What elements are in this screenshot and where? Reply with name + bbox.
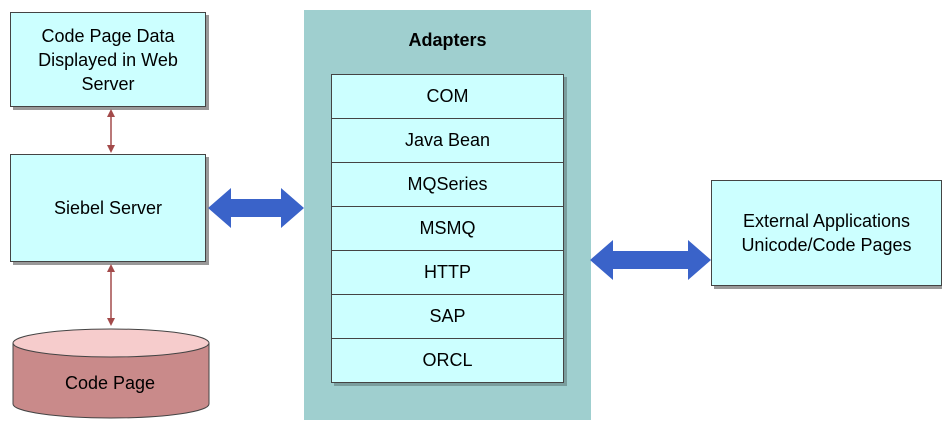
siebel-server-box: Siebel Server <box>10 154 206 262</box>
adapter-java-bean: Java Bean <box>331 118 564 163</box>
code-page-database-cylinder <box>12 328 210 419</box>
adapter-msmq: MSMQ <box>331 206 564 251</box>
adapter-list: COM Java Bean MQSeries MSMQ HTTP SAP ORC… <box>331 74 564 383</box>
double-arrow-adapters-external <box>590 240 711 280</box>
adapters-title: Adapters <box>408 30 487 50</box>
code-page-web-server-label: Code Page Data Displayed in Web Server <box>38 25 178 94</box>
code-page-web-server-box: Code Page Data Displayed in Web Server <box>10 12 206 107</box>
adapter-orcl: ORCL <box>331 338 564 383</box>
siebel-server-label: Siebel Server <box>53 198 163 218</box>
adapter-mqseries: MQSeries <box>331 162 564 207</box>
external-applications-box: External Applications Unicode/Code Pages <box>711 180 942 286</box>
external-applications-label: External Applications Unicode/Code Pages <box>741 211 912 255</box>
adapters-panel: Adapters COM Java Bean MQSeries MSMQ HTT… <box>304 10 591 420</box>
adapter-sap: SAP <box>331 294 564 339</box>
double-arrow-siebel-adapters <box>208 188 304 228</box>
adapter-com: COM <box>331 74 564 119</box>
code-page-database-label: Code Page <box>64 373 156 393</box>
